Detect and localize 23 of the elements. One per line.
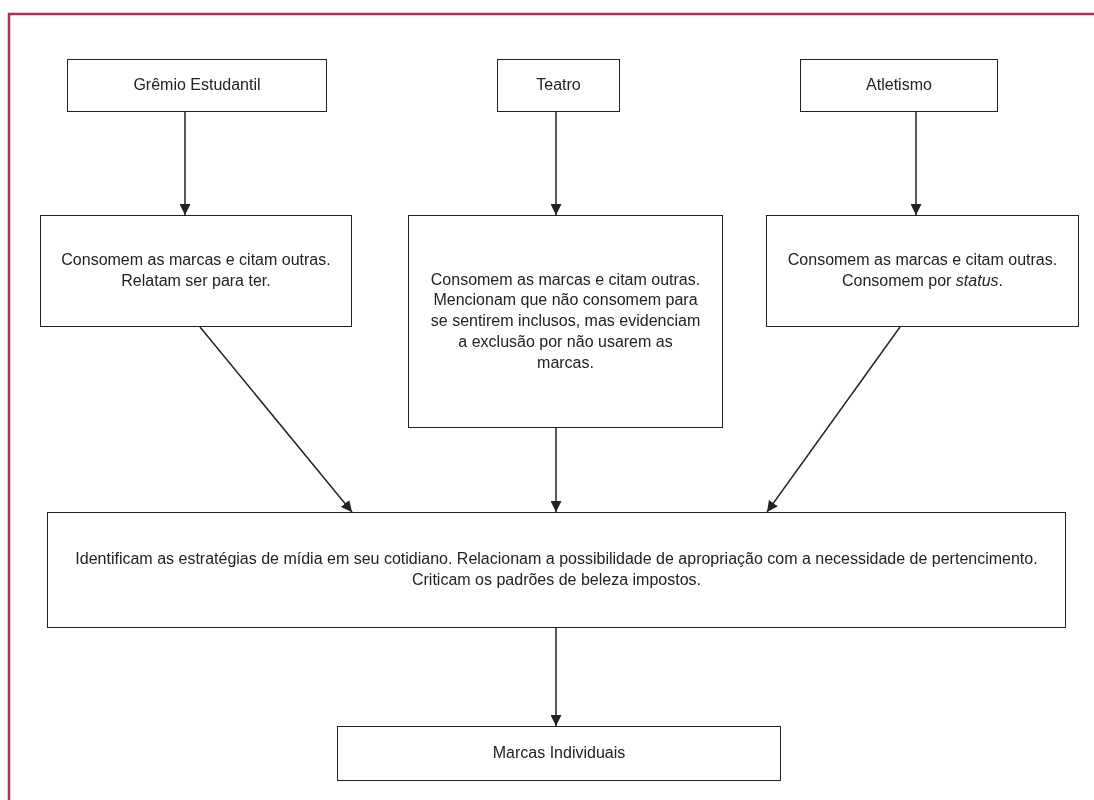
process-box: [800, 59, 998, 112]
process-box: [337, 726, 781, 781]
process-box: [408, 215, 723, 428]
process-box: [497, 59, 620, 112]
arrow: [550, 111, 562, 216]
arrow: [910, 111, 922, 216]
arrow: [550, 427, 562, 513]
box-text: Consomem as marcas e citam outras. Mencionam que não consomem para se sentirem inclusos, mas evidenciam a exclusão por não usarem as marcas.: [430, 269, 701, 373]
arrow: [179, 111, 191, 216]
box-text: Atletismo: [866, 75, 932, 96]
process-box: [67, 59, 327, 112]
box-text: Consomem as marcas e citam outras. Relatam ser para ter.: [60, 250, 332, 291]
box-text: Teatro: [536, 75, 581, 96]
box-text: Consomem as marcas e citam outras. Consomem por status.: [786, 250, 1059, 291]
process-box: [40, 215, 352, 327]
box-text: Grêmio Estudantil: [133, 75, 261, 96]
process-box: [766, 215, 1079, 327]
box-text: Marcas Individuais: [492, 743, 626, 764]
process-box: [47, 512, 1066, 628]
box-text: Identificam as estratégias de mídia em seu cotidiano. Relacionam a possibilidade de apropriação com a necessidade de pertencimento. Criticam os padrões de beleza impostos.: [74, 549, 1039, 590]
arrow: [766, 326, 901, 513]
arrow: [199, 326, 353, 513]
arrow: [550, 627, 562, 727]
